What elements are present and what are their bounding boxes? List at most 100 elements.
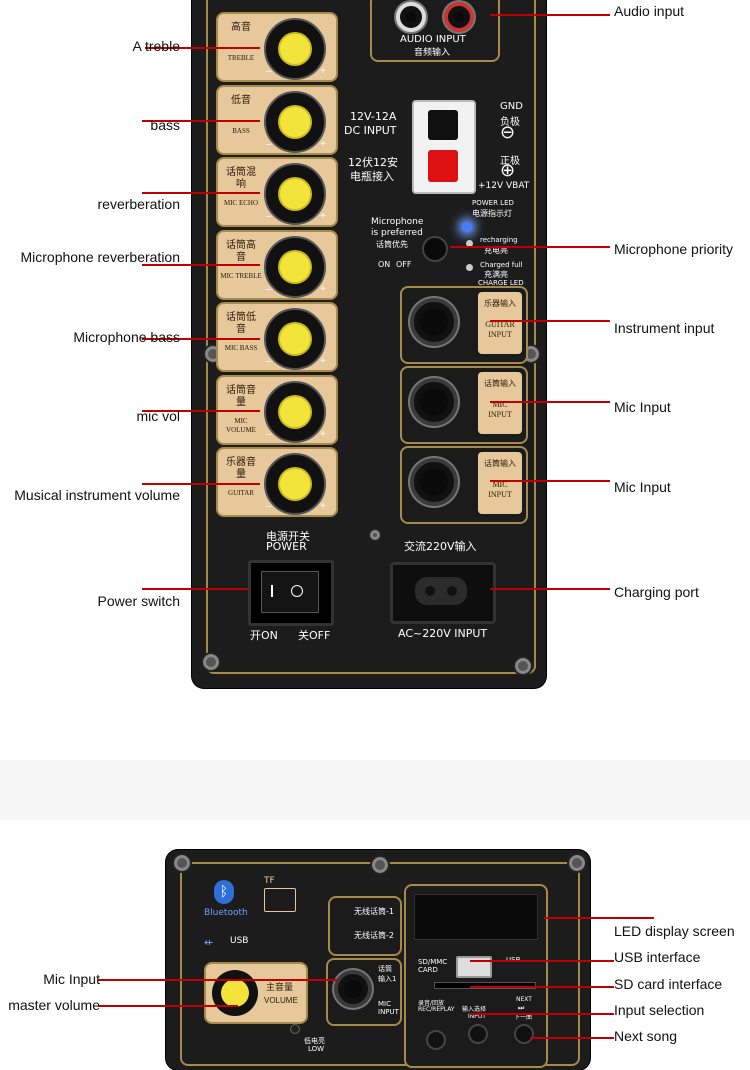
knob-plus-icon: + (320, 356, 326, 367)
knob-en-label: GUITAR (228, 489, 254, 497)
callout-label: USB interface (614, 949, 701, 965)
tf-card-icon (264, 888, 296, 912)
recharging-label: recharging (480, 236, 518, 244)
mic-priority-switch[interactable] (422, 236, 448, 262)
charged-led-icon (466, 264, 473, 271)
quarter-inch-jack[interactable] (410, 458, 458, 506)
knob-cn-label: 话筒高音 (226, 239, 256, 263)
callout-label: LED display screen (614, 923, 735, 939)
callout-line (470, 1013, 614, 1015)
knob-tile: 话筒低音 MIC BASS– + (216, 302, 338, 372)
sd-card-slot[interactable] (434, 982, 536, 989)
quarter-inch-jack[interactable] (410, 298, 458, 346)
audio-jack-red[interactable] (444, 2, 474, 32)
mic-input-label: MIC INPUT (378, 1000, 399, 1016)
callout-line (98, 979, 338, 981)
knob-cn-label: 话筒低音 (226, 312, 256, 335)
usb-label: USB (230, 936, 249, 946)
quarter-inch-jack[interactable] (410, 378, 458, 426)
charged-full-cn-label: 充满亮 (484, 270, 508, 279)
bluetooth-icon: ᛒ (214, 880, 234, 904)
volume-label: VOLUME (264, 996, 298, 1005)
volume-cn-label: 主音量 (266, 983, 294, 993)
knob-minus-icon: – (266, 356, 272, 367)
callout-label: Audio input (614, 3, 685, 19)
knob-cn-label: 话筒混响 (226, 167, 256, 190)
callout-label: Mic Input (43, 971, 100, 987)
knob-cap-icon (280, 179, 310, 209)
rotary-knob[interactable] (264, 308, 326, 370)
screw-icon (201, 652, 221, 672)
usb-port[interactable] (456, 956, 492, 978)
recharging-led-icon (466, 240, 473, 247)
power-led-cn-label: 电源指示灯 (472, 209, 512, 218)
callout-label: Next song (614, 1028, 678, 1044)
callout-label: Instrument input (614, 320, 715, 336)
knob-plus-icon: + (320, 138, 326, 150)
knob-minus-icon: – (266, 501, 272, 512)
led-display-screen (414, 894, 538, 940)
rotary-knob[interactable] (264, 18, 326, 80)
dc-cn-line2: 电瓶接入 (350, 170, 394, 183)
audio-jack-white[interactable] (396, 2, 426, 32)
rec-button[interactable] (426, 1030, 446, 1050)
low-battery-label: LOW (308, 1045, 325, 1053)
mic-input-jack[interactable] (334, 970, 372, 1008)
knob-cap-icon (280, 469, 310, 499)
rotary-knob[interactable] (264, 163, 326, 225)
knob-en-label: MIC BASS (224, 344, 258, 352)
callout-label: reverberation (97, 196, 181, 212)
ac-socket[interactable] (390, 562, 496, 624)
usb-symbol-icon: ⇷ (204, 936, 214, 949)
mic-priority-cn: 话筒优先 (376, 240, 408, 249)
callout-label: Microphone bass (73, 329, 180, 345)
callout-line (142, 338, 260, 340)
rec-cn-label: 录音/回放 (418, 1000, 445, 1007)
callout-line (490, 588, 610, 590)
jack-cn-label: 乐器输入 (484, 299, 516, 308)
callout-line (450, 246, 610, 248)
knob-cap-icon (280, 324, 310, 354)
callout-label: A treble (132, 38, 180, 54)
input-button[interactable] (468, 1024, 488, 1044)
knob-minus-icon: – (266, 283, 272, 295)
sd-card-label: SD/MMC CARD (418, 958, 448, 974)
mic-input-box: 话筒输入1 MIC INPUT (326, 958, 402, 1026)
audio-input-box: AUDIO INPUT 音频输入 (370, 0, 500, 62)
callout-label: SD card interface (614, 976, 723, 992)
rotary-knob[interactable] (264, 235, 326, 298)
callout-line (142, 483, 260, 485)
rotary-knob[interactable] (264, 380, 326, 443)
switch-on-label: 开ON (250, 629, 278, 642)
mic-priority-off: OFF (396, 260, 412, 269)
power-cn-label: 电源开关 (266, 530, 310, 543)
jack-en-label: MIC INPUT (488, 480, 512, 499)
speaker-terminal[interactable] (412, 100, 476, 194)
minus-icon: ⊖ (500, 122, 516, 143)
power-led-label: POWER LED (472, 199, 514, 207)
power-switch[interactable] (248, 560, 334, 626)
master-volume-knob[interactable] (212, 970, 258, 1016)
dc-input-line1: 12V-12A (350, 110, 397, 123)
rotary-knob[interactable] (264, 90, 326, 153)
next-button[interactable] (514, 1024, 534, 1044)
next-icon: ⏭ (518, 1004, 525, 1012)
screw-icon (513, 656, 533, 676)
knob-cap-icon (280, 34, 310, 64)
master-volume-box: 主音量 VOLUME (204, 962, 308, 1024)
callout-line (145, 47, 260, 49)
screw-icon (567, 853, 587, 873)
callout-line (142, 120, 260, 122)
callout-label: Musical instrument volume (14, 487, 180, 503)
rotary-knob[interactable] (264, 453, 326, 515)
switch-off-label: 关OFF (298, 629, 331, 642)
